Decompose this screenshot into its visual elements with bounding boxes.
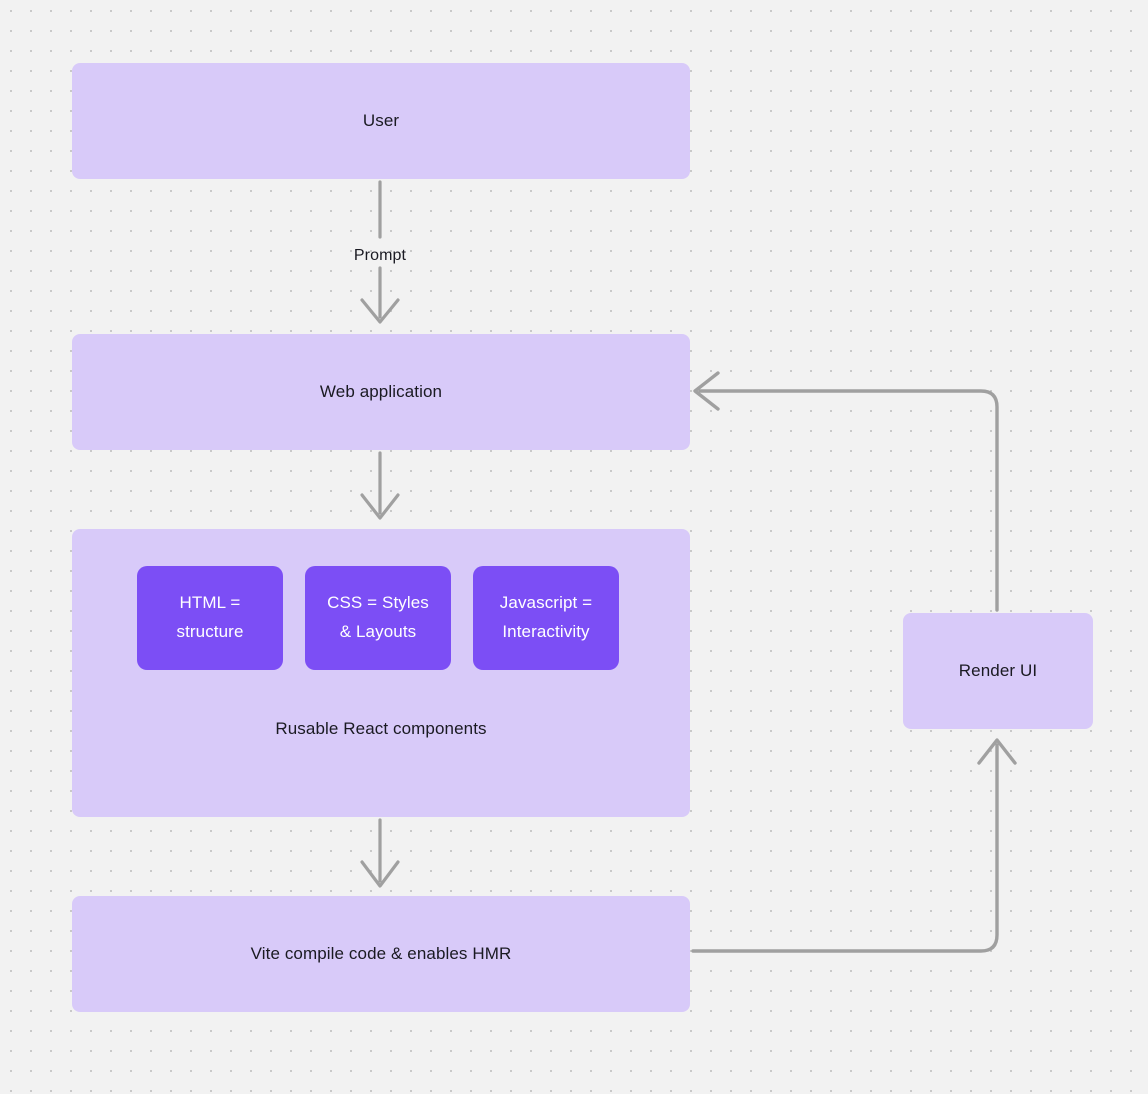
chip-html-label: HTML = structure (176, 589, 243, 646)
node-render-ui-label: Render UI (958, 660, 1038, 680)
chip-css-line2: & Layouts (339, 622, 417, 641)
arrowhead-down-icon (360, 493, 400, 520)
node-vite-label: Vite compile code & enables HMR (250, 943, 512, 963)
node-web-application-label: Web application (319, 381, 443, 401)
edge-path-vite-render (691, 743, 999, 953)
node-components-group[interactable]: HTML = structure CSS = Styles & Layouts Ja… (72, 529, 690, 817)
chip-javascript-line2: Interactivity (502, 622, 590, 641)
edge-path-render-webapp (698, 389, 999, 612)
chip-html[interactable]: HTML = structure (137, 566, 283, 670)
arrowhead-down-icon (360, 860, 400, 888)
edge-vite-to-render (691, 738, 1017, 953)
arrowhead-up-icon (977, 738, 1017, 765)
edge-render-to-webapp (693, 371, 999, 612)
chip-row: HTML = structure CSS = Styles & Layouts Ja… (137, 566, 625, 670)
components-group-caption: Rusable React components (275, 719, 487, 738)
chip-javascript-label: Javascript = Interactivity (500, 589, 592, 646)
node-vite[interactable]: Vite compile code & enables HMR (72, 896, 690, 1012)
edge-webapp-to-components (360, 451, 400, 520)
arrowhead-down-icon (360, 298, 400, 324)
chip-css-line1: CSS = Styles (327, 593, 429, 613)
chip-javascript-line1: Javascript = (499, 593, 593, 613)
chip-css[interactable]: CSS = Styles & Layouts (305, 566, 451, 670)
edge-components-to-vite (360, 818, 400, 888)
chip-html-line2: structure (176, 622, 244, 641)
node-user-label: User (362, 110, 400, 130)
chip-css-label: CSS = Styles & Layouts (327, 589, 429, 646)
node-web-application[interactable]: Web application (72, 334, 690, 450)
node-render-ui[interactable]: Render UI (903, 613, 1093, 729)
chip-html-line1: HTML = (179, 593, 241, 613)
chip-javascript[interactable]: Javascript = Interactivity (473, 566, 619, 670)
arrowhead-left-icon (693, 371, 720, 411)
node-user[interactable]: User (72, 63, 690, 179)
edge-label-prompt: Prompt (353, 247, 407, 264)
